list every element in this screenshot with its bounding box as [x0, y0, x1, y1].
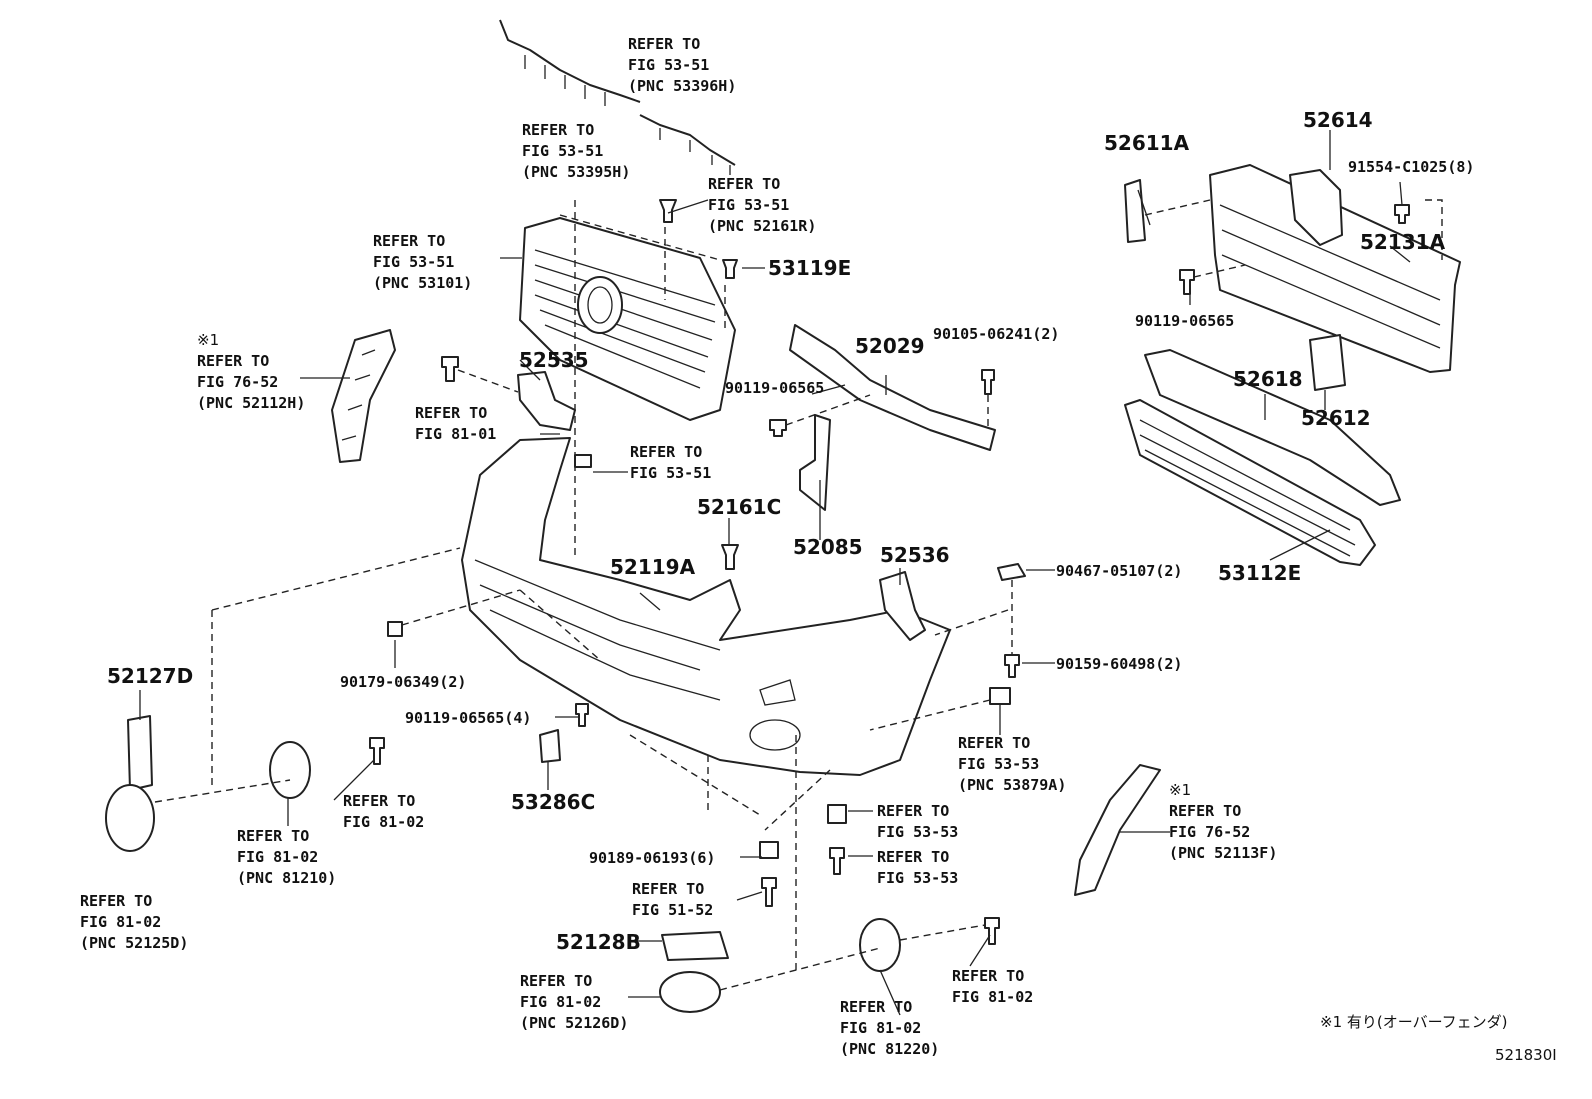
part-label-90467: 90467-05107(2) [1056, 562, 1183, 580]
fender-arch-right [1074, 764, 1161, 896]
part-label-53119E: 53119E [768, 256, 852, 280]
part-label-52161C: 52161C [697, 495, 782, 519]
part-label-52618: 52618 [1233, 367, 1303, 391]
part-label-90119-mid: 90119-06565 [725, 379, 825, 397]
clip-fig5353 [827, 804, 847, 824]
bumper-cover-52119A [461, 437, 951, 776]
part-label-90189: 90189-06193(6) [589, 849, 716, 867]
bolt-90119-right [1179, 269, 1195, 295]
clip-52161C [721, 544, 739, 570]
fog-lamp-bezel-52125D [105, 784, 155, 852]
part-label-52535: 52535 [519, 348, 589, 372]
clip-90189 [759, 841, 779, 859]
part-label-52611A: 52611A [1104, 131, 1190, 155]
clip-fig5351 [574, 454, 592, 468]
molding-clips-lower [659, 128, 731, 175]
leader-lines [139, 130, 1411, 1016]
bolt-90119-mid [769, 419, 787, 437]
bolt-fig8101 [441, 356, 459, 382]
clip-53879A [989, 687, 1011, 705]
part-label-52131A: 52131A [1360, 230, 1446, 254]
part-label-53286C: 53286C [511, 790, 596, 814]
bolt-91554 [1394, 204, 1410, 224]
part-label-52612: 52612 [1301, 406, 1371, 430]
part-label-52536: 52536 [880, 543, 950, 567]
screw-90119-4 [575, 703, 589, 727]
clip-52161R [659, 199, 677, 223]
part-label-52085: 52085 [793, 535, 863, 559]
part-label-90159: 90159-60498(2) [1056, 655, 1183, 673]
screw-fig5152 [761, 877, 777, 907]
part-label-52614: 52614 [1303, 108, 1373, 132]
grille-molding-strip-upper [499, 19, 641, 103]
fog-lamp-81220 [859, 918, 901, 972]
grille-molding-strip-lower [639, 114, 736, 166]
screw-90159 [1004, 654, 1020, 678]
fog-lamp-cover-52128B [661, 931, 729, 961]
fog-lamp-bezel-52126D [659, 971, 721, 1013]
screw-fig5353 [829, 847, 845, 875]
spacer-52611A [1124, 179, 1146, 243]
fog-lamp-cover-52127D [127, 715, 153, 791]
part-label-91554: 91554-C1025(8) [1348, 158, 1475, 176]
molding-clips-upper [524, 55, 606, 106]
spacer-52612 [1309, 334, 1346, 391]
part-label-53112E: 53112E [1218, 561, 1302, 585]
part-label-90105: 90105-06241(2) [933, 325, 1060, 343]
bolt-90105 [981, 369, 995, 395]
nut-90467 [997, 563, 1026, 581]
part-label-90119-right: 90119-06565 [1135, 312, 1235, 330]
clip-53119E [722, 259, 738, 279]
screw-fig8102-right [984, 917, 1000, 945]
bracket-52085 [799, 414, 831, 511]
cover-53286C [539, 729, 561, 763]
part-label-52127D: 52127D [107, 664, 194, 688]
bracket-52536 [879, 571, 926, 641]
part-label-52119A: 52119A [610, 555, 696, 579]
part-label-90179: 90179-06349(2) [340, 673, 467, 691]
bracket-52029 [789, 324, 996, 451]
radiator-grille [519, 217, 736, 421]
screw-fig8102-left [369, 737, 385, 765]
part-label-52128B: 52128B [556, 930, 641, 954]
clip-90179 [387, 621, 403, 637]
part-label-90119-4: 90119-06565(4) [405, 709, 532, 727]
footnote: ※1 有り(オーバーフェンダ) [1320, 1013, 1508, 1031]
bracket-52535 [517, 371, 576, 431]
absorber-52618 [1144, 349, 1401, 506]
diagram-id: 521830I [1495, 1046, 1557, 1064]
energy-absorber-52614 [1289, 169, 1343, 246]
fog-lamp-81210 [269, 741, 311, 799]
part-label-52029: 52029 [855, 334, 925, 358]
fender-arch-left [331, 329, 396, 463]
